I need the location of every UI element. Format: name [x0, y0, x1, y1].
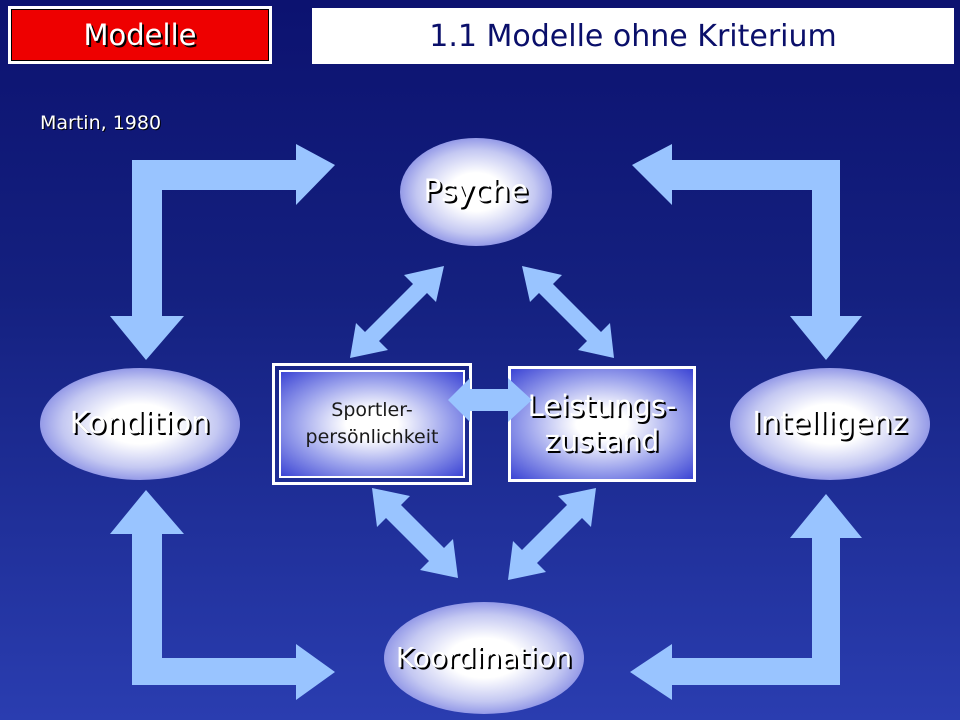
node-kondition: Kondition [40, 368, 240, 480]
arrow-psyche-intelligenz [632, 144, 862, 360]
arrow-sportler-leistung [448, 378, 532, 422]
arrow-psyche-sportler [350, 266, 444, 358]
sportler-label-line1: Sportler- [331, 399, 413, 422]
slide-title: 1.1 Modelle ohne Kriterium [312, 8, 954, 64]
sportler-label-line2: persönlichkeit [305, 426, 439, 448]
section-tag: Modelle [8, 6, 272, 64]
arrow-kondition-koordination [110, 490, 335, 700]
leistung-label-line2: zustand [544, 424, 660, 458]
leistung-label-line1: Leistungs- [527, 389, 677, 424]
arrow-psyche-leistung [522, 266, 614, 358]
node-koordination: Koordination [384, 602, 584, 714]
node-psyche: Psyche [400, 138, 552, 246]
arrow-sportler-koordination [372, 488, 458, 578]
arrow-leistung-koordination [508, 488, 596, 580]
author-citation: Martin, 1980 [40, 112, 162, 134]
node-leistungszustand: Leistungs- zustand [508, 366, 696, 482]
node-intelligenz: Intelligenz [730, 368, 930, 480]
node-sportlerpersoenlichkeit: Sportler- persönlichkeit [272, 363, 472, 485]
sportler-box: Sportler- persönlichkeit [279, 370, 465, 478]
arrow-psyche-kondition [110, 144, 335, 360]
arrow-intelligenz-koordination [630, 494, 862, 700]
section-tag-label: Modelle [11, 9, 269, 61]
